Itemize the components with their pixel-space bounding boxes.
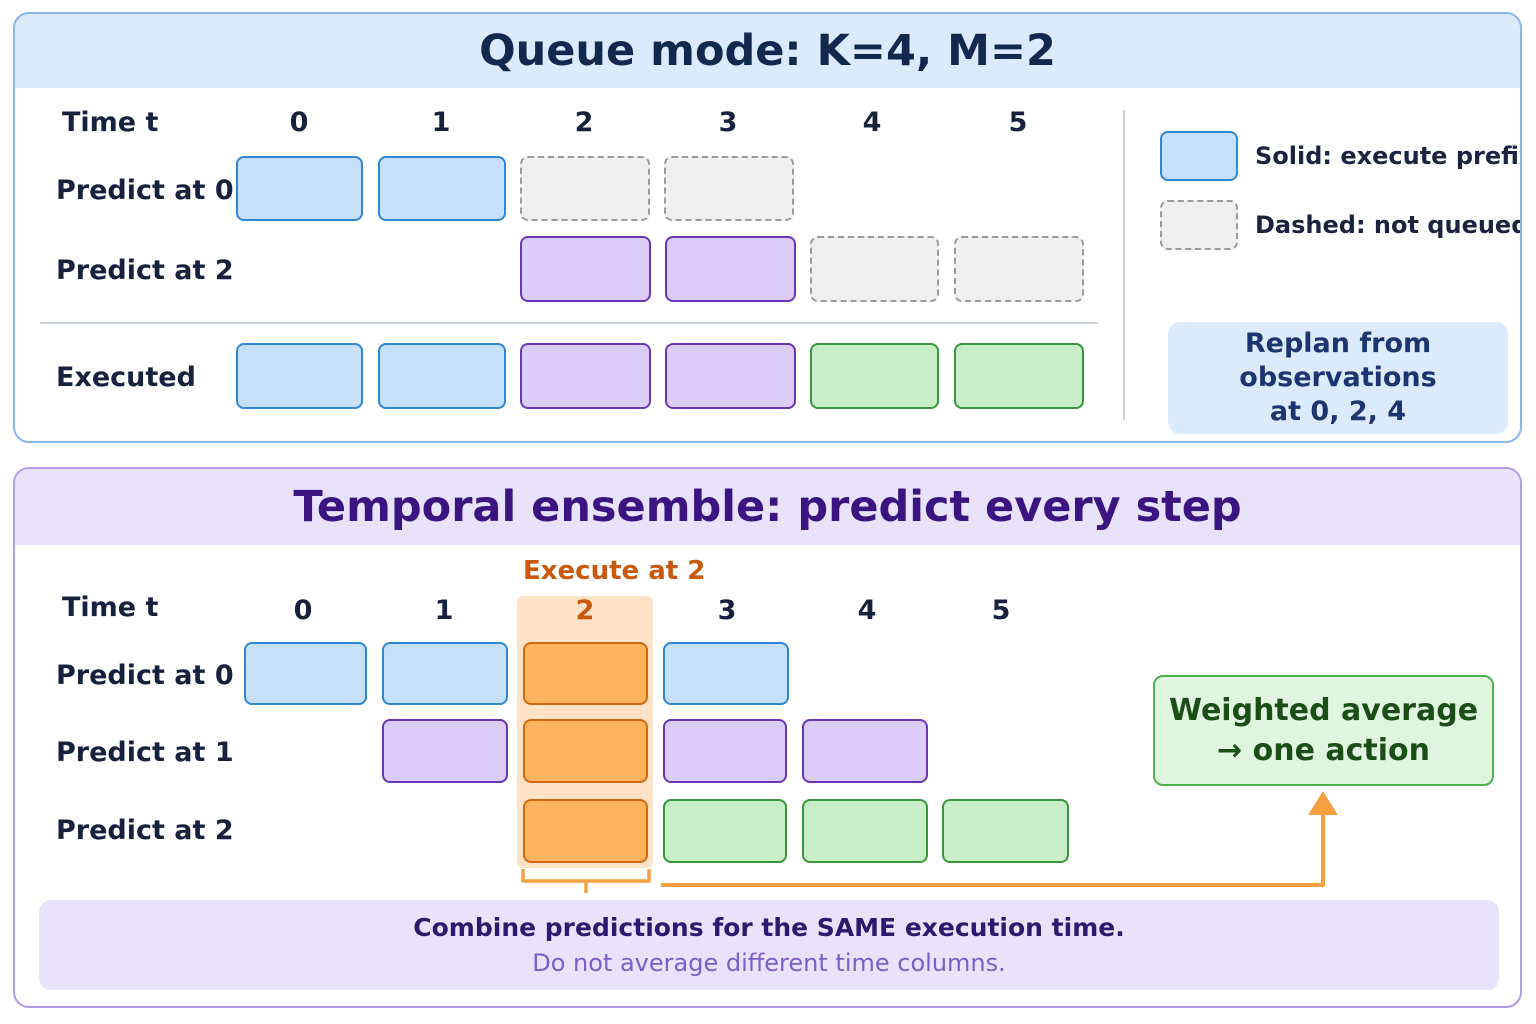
ensemble-tick-4: 4 bbox=[857, 595, 877, 626]
queue-row-label-predict0: Predict at 0 bbox=[56, 175, 234, 206]
ensemble-predict0-cell-3 bbox=[663, 642, 789, 705]
queue-tick-3: 3 bbox=[718, 107, 738, 138]
weighted-line-2: → one action bbox=[1217, 732, 1430, 768]
queue-predict0-cell-0 bbox=[236, 156, 363, 221]
execute-at-label: Execute at 2 bbox=[523, 556, 706, 586]
queue-mode-title: Queue mode: K=4, M=2 bbox=[15, 14, 1520, 88]
queue-executed-cell-3 bbox=[665, 343, 796, 409]
queue-executed-cell-2 bbox=[520, 343, 651, 409]
queue-predict0-cell-2-not-queued bbox=[520, 156, 650, 221]
queue-tick-2: 2 bbox=[574, 107, 594, 138]
replan-line-3: at 0, 2, 4 bbox=[1269, 396, 1407, 427]
ensemble-predict0-cell-2-executed bbox=[523, 642, 648, 705]
queue-tick-0: 0 bbox=[289, 107, 309, 138]
replan-line-2: observations bbox=[1239, 362, 1437, 393]
temporal-ensemble-title: Temporal ensemble: predict every step bbox=[15, 469, 1520, 545]
ensemble-row-label-predict1: Predict at 1 bbox=[56, 737, 234, 768]
ensemble-tick-5: 5 bbox=[991, 595, 1011, 626]
queue-executed-cell-1 bbox=[378, 343, 506, 409]
ensemble-time-label: Time t bbox=[62, 592, 159, 623]
legend-dashed-text: Dashed: not queued bbox=[1255, 211, 1522, 239]
queue-row-divider bbox=[40, 322, 1098, 324]
ensemble-predict1-cell-1 bbox=[382, 719, 508, 783]
combine-note: Combine predictions for the SAME executi… bbox=[39, 900, 1499, 990]
ensemble-predict1-cell-4 bbox=[802, 719, 928, 783]
legend-dashed-swatch bbox=[1160, 200, 1238, 250]
queue-predict2-cell-3 bbox=[665, 236, 796, 302]
ensemble-predict2-cell-3 bbox=[663, 799, 787, 863]
ensemble-predict0-cell-0 bbox=[244, 642, 367, 705]
queue-legend-divider bbox=[1123, 110, 1125, 420]
ensemble-predict0-cell-1 bbox=[382, 642, 508, 705]
ensemble-tick-0: 0 bbox=[293, 595, 313, 626]
legend-solid-text: Solid: execute prefix bbox=[1255, 142, 1522, 170]
queue-predict2-cell-2 bbox=[520, 236, 651, 302]
queue-predict2-cell-4-not-queued bbox=[810, 236, 939, 302]
queue-predict2-cell-5-not-queued bbox=[954, 236, 1084, 302]
queue-tick-1: 1 bbox=[431, 107, 451, 138]
queue-mode-panel: Queue mode: K=4, M=2 Time t 0 1 2 3 4 5 … bbox=[13, 12, 1522, 443]
weighted-line-1: Weighted average bbox=[1168, 692, 1479, 728]
ensemble-predict2-cell-2-executed bbox=[523, 799, 648, 863]
ensemble-predict2-cell-4 bbox=[802, 799, 928, 863]
queue-executed-cell-0 bbox=[236, 343, 363, 409]
queue-time-label: Time t bbox=[62, 107, 159, 138]
ensemble-row-label-predict0: Predict at 0 bbox=[56, 660, 234, 691]
replan-line-1: Replan from bbox=[1244, 328, 1432, 359]
ensemble-tick-1: 1 bbox=[434, 595, 454, 626]
queue-executed-cell-4 bbox=[810, 343, 939, 409]
ensemble-predict2-cell-5 bbox=[942, 799, 1069, 863]
replan-note: Replan from observations at 0, 2, 4 bbox=[1168, 322, 1508, 434]
queue-predict0-cell-3-not-queued bbox=[664, 156, 794, 221]
ensemble-predict1-cell-3 bbox=[663, 719, 787, 783]
queue-tick-4: 4 bbox=[862, 107, 882, 138]
combine-note-sub: Do not average different time columns. bbox=[532, 949, 1006, 977]
queue-row-label-predict2: Predict at 2 bbox=[56, 255, 234, 286]
temporal-ensemble-panel: Temporal ensemble: predict every step Ex… bbox=[13, 467, 1522, 1008]
ensemble-tick-2: 2 bbox=[575, 595, 595, 626]
combine-arrow bbox=[521, 791, 1338, 893]
queue-row-label-executed: Executed bbox=[56, 362, 196, 393]
legend-solid-swatch bbox=[1160, 131, 1238, 181]
ensemble-predict1-cell-2-executed bbox=[523, 719, 648, 783]
combine-note-main: Combine predictions for the SAME executi… bbox=[413, 913, 1125, 942]
weighted-average-box: Weighted average → one action bbox=[1153, 675, 1494, 786]
queue-predict0-cell-1 bbox=[378, 156, 506, 221]
queue-executed-cell-5 bbox=[954, 343, 1084, 409]
ensemble-tick-3: 3 bbox=[717, 595, 737, 626]
ensemble-row-label-predict2: Predict at 2 bbox=[56, 815, 234, 846]
queue-tick-5: 5 bbox=[1008, 107, 1028, 138]
